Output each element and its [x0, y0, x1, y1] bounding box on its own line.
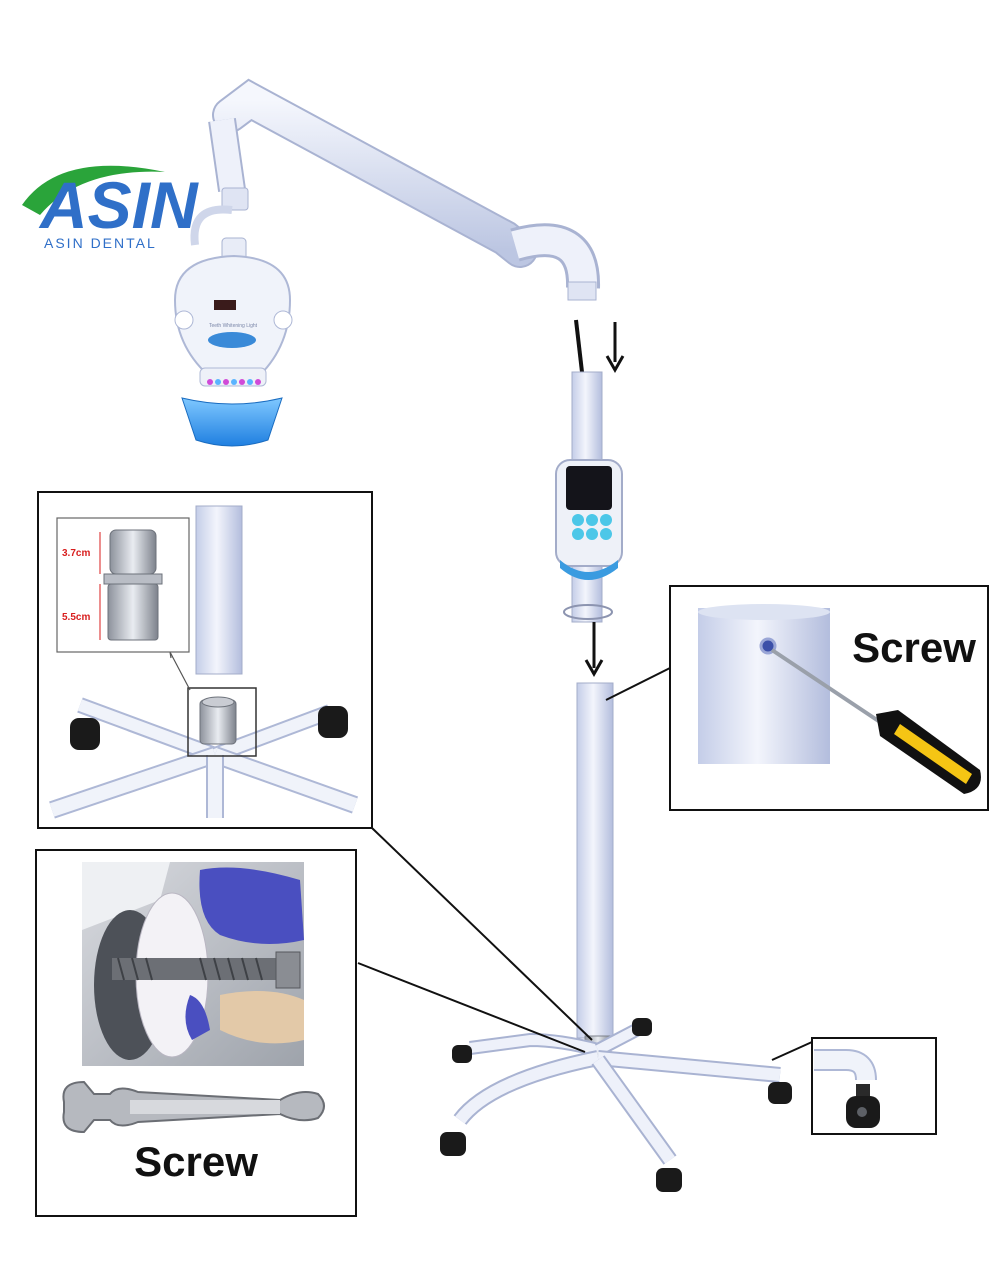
lamp-display — [214, 300, 236, 310]
callout-connectors — [357, 667, 813, 1061]
bolt-photo — [82, 862, 304, 1066]
screw-hole — [759, 637, 777, 655]
pole-segment — [195, 505, 243, 675]
callout-wrench: Screw — [35, 849, 357, 1217]
callout-screwdriver: Screw — [669, 585, 989, 811]
led-array — [207, 379, 261, 385]
control-buttons — [572, 514, 612, 540]
arrow-down-icon — [605, 322, 625, 374]
screw-label-bottom: Screw — [134, 1138, 258, 1185]
glove — [199, 867, 304, 944]
arrow-down-icon — [584, 622, 604, 678]
brand-name: ASIN DENTAL — [44, 235, 157, 251]
main-pole — [576, 682, 614, 1039]
dimension-upper: 3.7cm — [62, 548, 90, 559]
lamp-arm — [190, 78, 600, 301]
socket-dimension-inset: 3.7cm 5.5cm — [56, 517, 190, 653]
caster-wheels — [440, 1018, 792, 1192]
lamp-head: Teeth Whitening Light — [173, 254, 293, 447]
callout-base-assembly: 3.7cm 5.5cm — [37, 491, 373, 829]
control-screen — [566, 466, 612, 510]
pole-closeup — [698, 608, 830, 764]
logo-swoosh — [22, 165, 165, 215]
callout-caster — [811, 1037, 937, 1135]
wrench-icon — [62, 1080, 325, 1134]
socket-highlight — [187, 687, 257, 757]
screwdriver-icon — [770, 648, 981, 794]
control-unit — [555, 459, 623, 580]
dimension-lower: 5.5cm — [62, 612, 90, 623]
base-arms — [49, 697, 359, 819]
logo-text: ASIN — [38, 168, 199, 242]
screw-label-top: Screw — [852, 624, 976, 671]
stand-base — [440, 1018, 792, 1192]
locking-ring — [563, 604, 613, 620]
inset-pointer — [169, 651, 191, 691]
brand-logo: ASIN ASIN DENTAL — [22, 165, 199, 251]
mouthpiece — [181, 397, 283, 447]
insert-rod — [574, 319, 584, 373]
lamp-panel-label: Teeth Whitening Light — [209, 323, 258, 329]
